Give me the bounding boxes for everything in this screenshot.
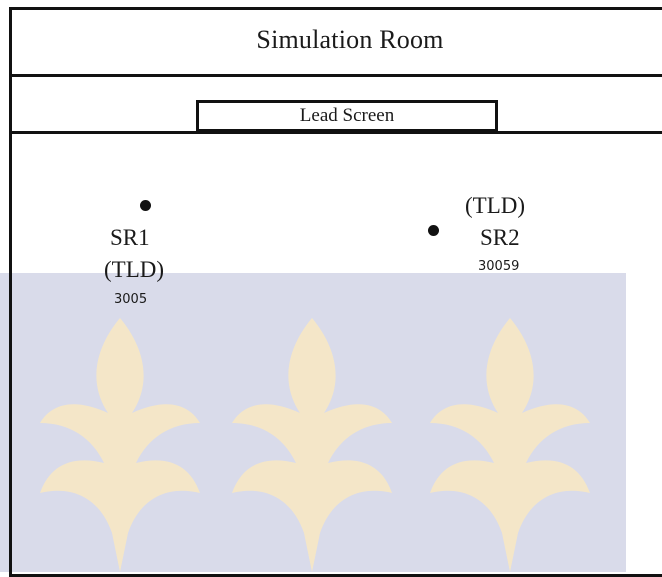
watermark-leaf-right [430,318,590,572]
title-divider [9,74,662,77]
lead-screen-box: Lead Screen [196,100,498,132]
room-outline [9,7,662,577]
sensor-point-sr2 [428,225,439,236]
sensor-type-sr1: (TLD) [104,257,165,282]
watermark-leaf-left [40,318,200,572]
sensor-id-sr1: SR1 [110,225,150,250]
sensor-point-sr1 [140,200,151,211]
lead-screen-label: Lead Screen [299,105,395,126]
sensor-code-sr2: 30059 [478,259,520,274]
sensor-code-sr1: 3005 [114,292,148,307]
watermark-leaf-middle [232,318,392,572]
sensor-type-sr2: (TLD) [465,193,526,218]
room-title: Simulation Room [256,25,444,54]
watermark-leaves [0,273,626,572]
sensor-id-sr2: SR2 [480,225,520,250]
lead-screen-wall [9,131,662,134]
